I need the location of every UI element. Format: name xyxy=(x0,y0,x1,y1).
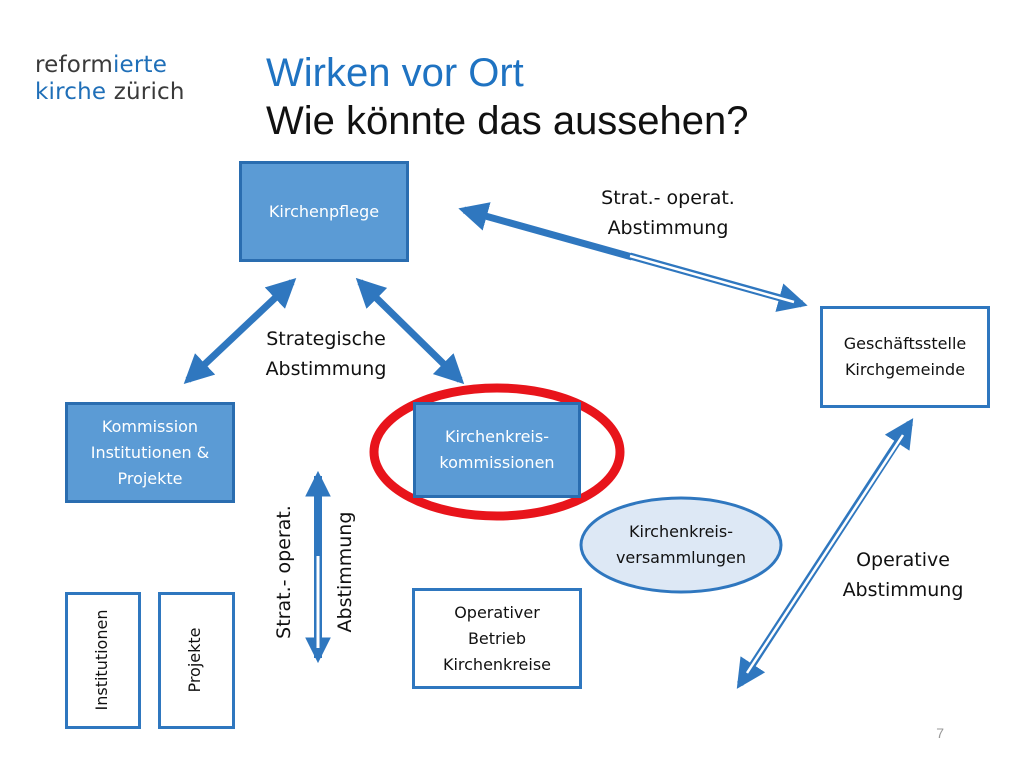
page-number: 7 xyxy=(936,725,944,741)
slide-title: Wirken vor Ort xyxy=(266,51,524,95)
kirchenkreiskommissionen-box[interactable]: Kirchenkreis- kommissionen xyxy=(413,402,581,498)
kirchenkreisversammlungen-node[interactable]: Kirchenkreis- versammlungen xyxy=(586,505,776,585)
label-operative-line1: Operative xyxy=(856,549,950,571)
geschaeftsstelle-line2: Kirchgemeinde xyxy=(844,360,966,379)
label-strat-operat-top-line1: Strat.- operat. xyxy=(601,187,735,209)
logo-text-1b: ierte xyxy=(112,52,168,78)
institutionen-box[interactable] xyxy=(65,592,141,729)
logo-text-2a: kirche xyxy=(35,79,107,105)
geschaeftsstelle-box[interactable]: Geschäftsstelle Kirchgemeinde xyxy=(820,306,990,408)
geschaeftsstelle-line1: Geschäftsstelle xyxy=(843,334,967,353)
kirchenkreiskommissionen-line1: Kirchenkreis- xyxy=(445,427,549,446)
slide-subtitle: Wie könnte das aussehen? xyxy=(266,99,749,143)
operativer-betrieb-line3: Kirchenkreise xyxy=(442,654,552,674)
label-strat-operat-top-line2: Abstimmung xyxy=(607,217,729,239)
arrow-kirchenpflege-kommission xyxy=(183,277,297,385)
operativer-betrieb-box[interactable]: Operativer Betrieb Kirchenkreise xyxy=(412,588,582,689)
logo-text-2b: zürich xyxy=(106,79,185,105)
kommission-box[interactable]: Kommission Institutionen & Projekte xyxy=(65,402,235,503)
label-vertical-line2: Abstimmung xyxy=(334,511,356,633)
kommission-line1: Kommission xyxy=(101,416,199,436)
label-operative: Operative Abstimmung xyxy=(818,545,988,605)
arrow-geschaeftsstelle-operativ xyxy=(736,418,914,689)
arrow-kirchenpflege-kirchenkreis xyxy=(355,277,465,385)
label-vertical-line1: Strat.- operat. xyxy=(273,505,295,639)
operativer-betrieb-line1: Operativer xyxy=(454,602,540,622)
kirchenpflege-label: Kirchenpflege xyxy=(268,201,380,221)
logo: reformierte kirche zürich xyxy=(35,52,185,106)
kirchenkreisversammlungen-ellipse xyxy=(579,496,783,594)
projekte-label: Projekte xyxy=(185,627,204,693)
arrow-kirchenpflege-geschaeftsstelle xyxy=(458,202,808,312)
kirchenkreiskommissionen-line2: kommissionen xyxy=(439,453,555,472)
label-strategische-line2: Abstimmung xyxy=(265,358,387,380)
kirchenpflege-box[interactable]: Kirchenpflege xyxy=(239,161,409,262)
highlight-ellipse xyxy=(369,383,625,521)
label-strategische: Strategische Abstimmung xyxy=(246,324,406,384)
label-strategische-line1: Strategische xyxy=(266,328,386,350)
logo-text-1a: reform xyxy=(35,52,113,78)
kirchenkreisversammlungen-line1: Kirchenkreis- xyxy=(629,522,733,541)
label-operative-line2: Abstimmung xyxy=(842,579,964,601)
kommission-line2: Institutionen & xyxy=(90,442,210,462)
operativer-betrieb-line2: Betrieb xyxy=(467,628,527,648)
label-strat-operat-top: Strat.- operat. Abstimmung xyxy=(578,183,758,243)
kommission-line3: Projekte xyxy=(117,468,183,488)
institutionen-label: Institutionen xyxy=(92,609,111,711)
projekte-box[interactable] xyxy=(158,592,235,729)
kirchenkreisversammlungen-line2: versammlungen xyxy=(615,548,747,567)
